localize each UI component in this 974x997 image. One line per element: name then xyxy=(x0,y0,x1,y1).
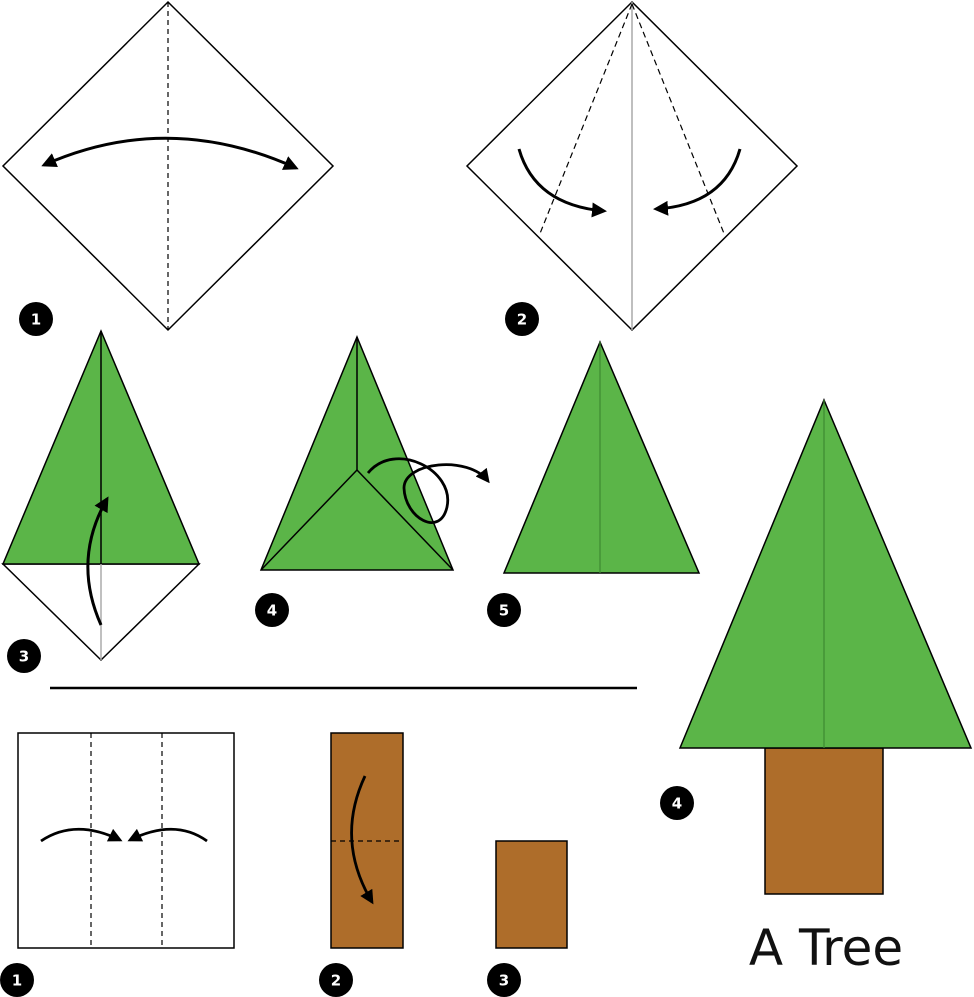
fold-edge-right xyxy=(356,469,454,571)
step-badge-top-4: 4 xyxy=(255,593,289,627)
paper-square xyxy=(17,732,235,949)
step-number: 4 xyxy=(672,795,682,813)
step-badge-bottom-2: 2 xyxy=(319,963,353,997)
top-step-3 xyxy=(1,329,201,662)
crease-line-left xyxy=(538,3,633,237)
bottom-step-1 xyxy=(17,732,235,949)
diagram-title: A Tree xyxy=(749,919,903,977)
fold-arrow-right xyxy=(127,827,208,843)
step-number: 4 xyxy=(267,602,277,620)
step-badge-top-3: 3 xyxy=(7,639,41,673)
top-step-4 xyxy=(259,335,490,571)
fold-arrow-down xyxy=(350,775,374,905)
tree-top xyxy=(678,398,973,749)
step-number: 2 xyxy=(331,972,341,990)
final-tree xyxy=(678,398,973,895)
step-number: 1 xyxy=(12,972,22,990)
fold-arrow-up xyxy=(86,496,109,626)
step-number: 5 xyxy=(499,602,509,620)
step-badge-top-2: 2 xyxy=(505,302,539,336)
step-badge-top-1: 1 xyxy=(19,302,53,336)
step-badge-bottom-3: 3 xyxy=(487,963,521,997)
fold-arrow-right xyxy=(653,148,742,216)
step-number: 1 xyxy=(31,311,41,329)
fold-arrow-left xyxy=(517,148,607,218)
bottom-step-3 xyxy=(495,840,568,949)
top-step-5 xyxy=(502,340,701,574)
paper-green xyxy=(502,340,701,574)
turn-over-arrow xyxy=(366,457,490,524)
top-step-2 xyxy=(465,0,799,332)
step-badge-final-4: 4 xyxy=(660,786,694,820)
bottom-step-2 xyxy=(330,732,404,949)
step-number: 3 xyxy=(19,648,29,666)
fold-arrow xyxy=(41,136,299,170)
fold-arrow-left xyxy=(40,827,123,843)
top-step-1 xyxy=(1,0,335,332)
tree-trunk xyxy=(764,747,884,895)
step-badge-top-5: 5 xyxy=(487,593,521,627)
step-number: 3 xyxy=(499,972,509,990)
step-number: 2 xyxy=(517,311,527,329)
fold-edge-left xyxy=(260,469,358,571)
crease-line-right xyxy=(631,3,726,237)
step-badge-bottom-1: 1 xyxy=(0,963,34,997)
paper-brown-folded xyxy=(495,840,568,949)
